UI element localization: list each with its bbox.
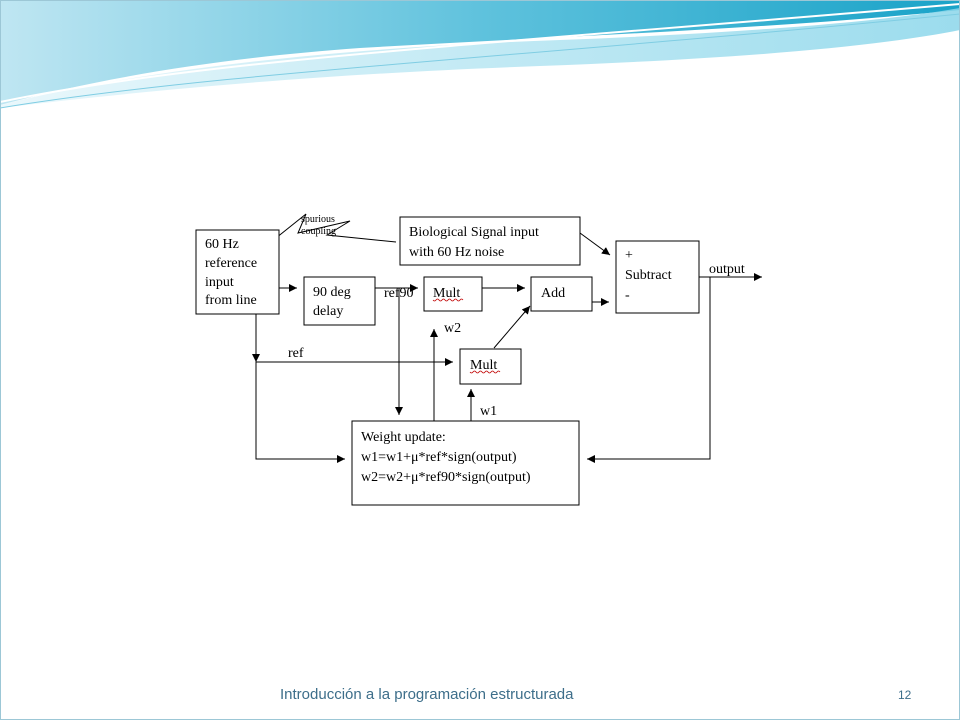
mult-top-label: Mult [433,286,460,301]
coupling-label-2: coupling [301,226,336,237]
biological-signal-box [399,216,581,266]
bio-box-line-2: with 60 Hz noise [409,245,504,260]
delay-box-line-1: 90 deg [313,285,351,300]
reference-box-line-3: input [205,275,234,290]
reference-box-line-1: 60 Hz [205,237,239,252]
bio-box-line-1: Biological Signal input [409,225,539,240]
subtract-box [615,240,700,314]
weight-update-box [351,420,580,506]
reference-input-box [195,229,280,315]
reference-box-line-4: from line [205,293,257,308]
subtract-label: Subtract [625,268,672,283]
wire-mult2-to-add [493,305,531,349]
delay-box-line-2: delay [313,304,343,319]
wire-ref-to-update [255,362,345,463]
ref90-label: ref90 [384,286,414,301]
delay-box [303,276,376,326]
weight-update-w2: w2=w2+μ*ref90*sign(output) [361,470,531,485]
mult-bottom-label: Mult [470,358,497,373]
mult-box-bottom [459,348,522,385]
reference-box-line-2: reference [205,256,257,271]
subtract-plus: + [625,248,633,263]
mult-top-spellcheck-squiggle [432,298,464,302]
ref-label: ref [288,346,304,361]
wire-output-feedback [587,277,711,463]
w2-label: w2 [444,321,461,336]
wire-bio-to-subtract [579,232,611,256]
page-number: 12 [898,688,912,702]
coupling-label-1: spurious [301,214,335,225]
footer-title: Introducción a la programación estructur… [280,686,574,703]
mult-box-top [423,276,483,312]
add-box [530,276,593,312]
weight-update-w1: w1=w1+μ*ref*sign(output) [361,450,517,465]
coupling-lightning [275,213,397,243]
mult-bottom-spellcheck-squiggle [469,370,501,374]
add-label: Add [541,286,565,301]
subtract-minus: - [625,288,630,303]
w1-label: w1 [480,404,497,419]
output-label: output [709,262,745,277]
weight-update-title: Weight update: [361,430,446,445]
